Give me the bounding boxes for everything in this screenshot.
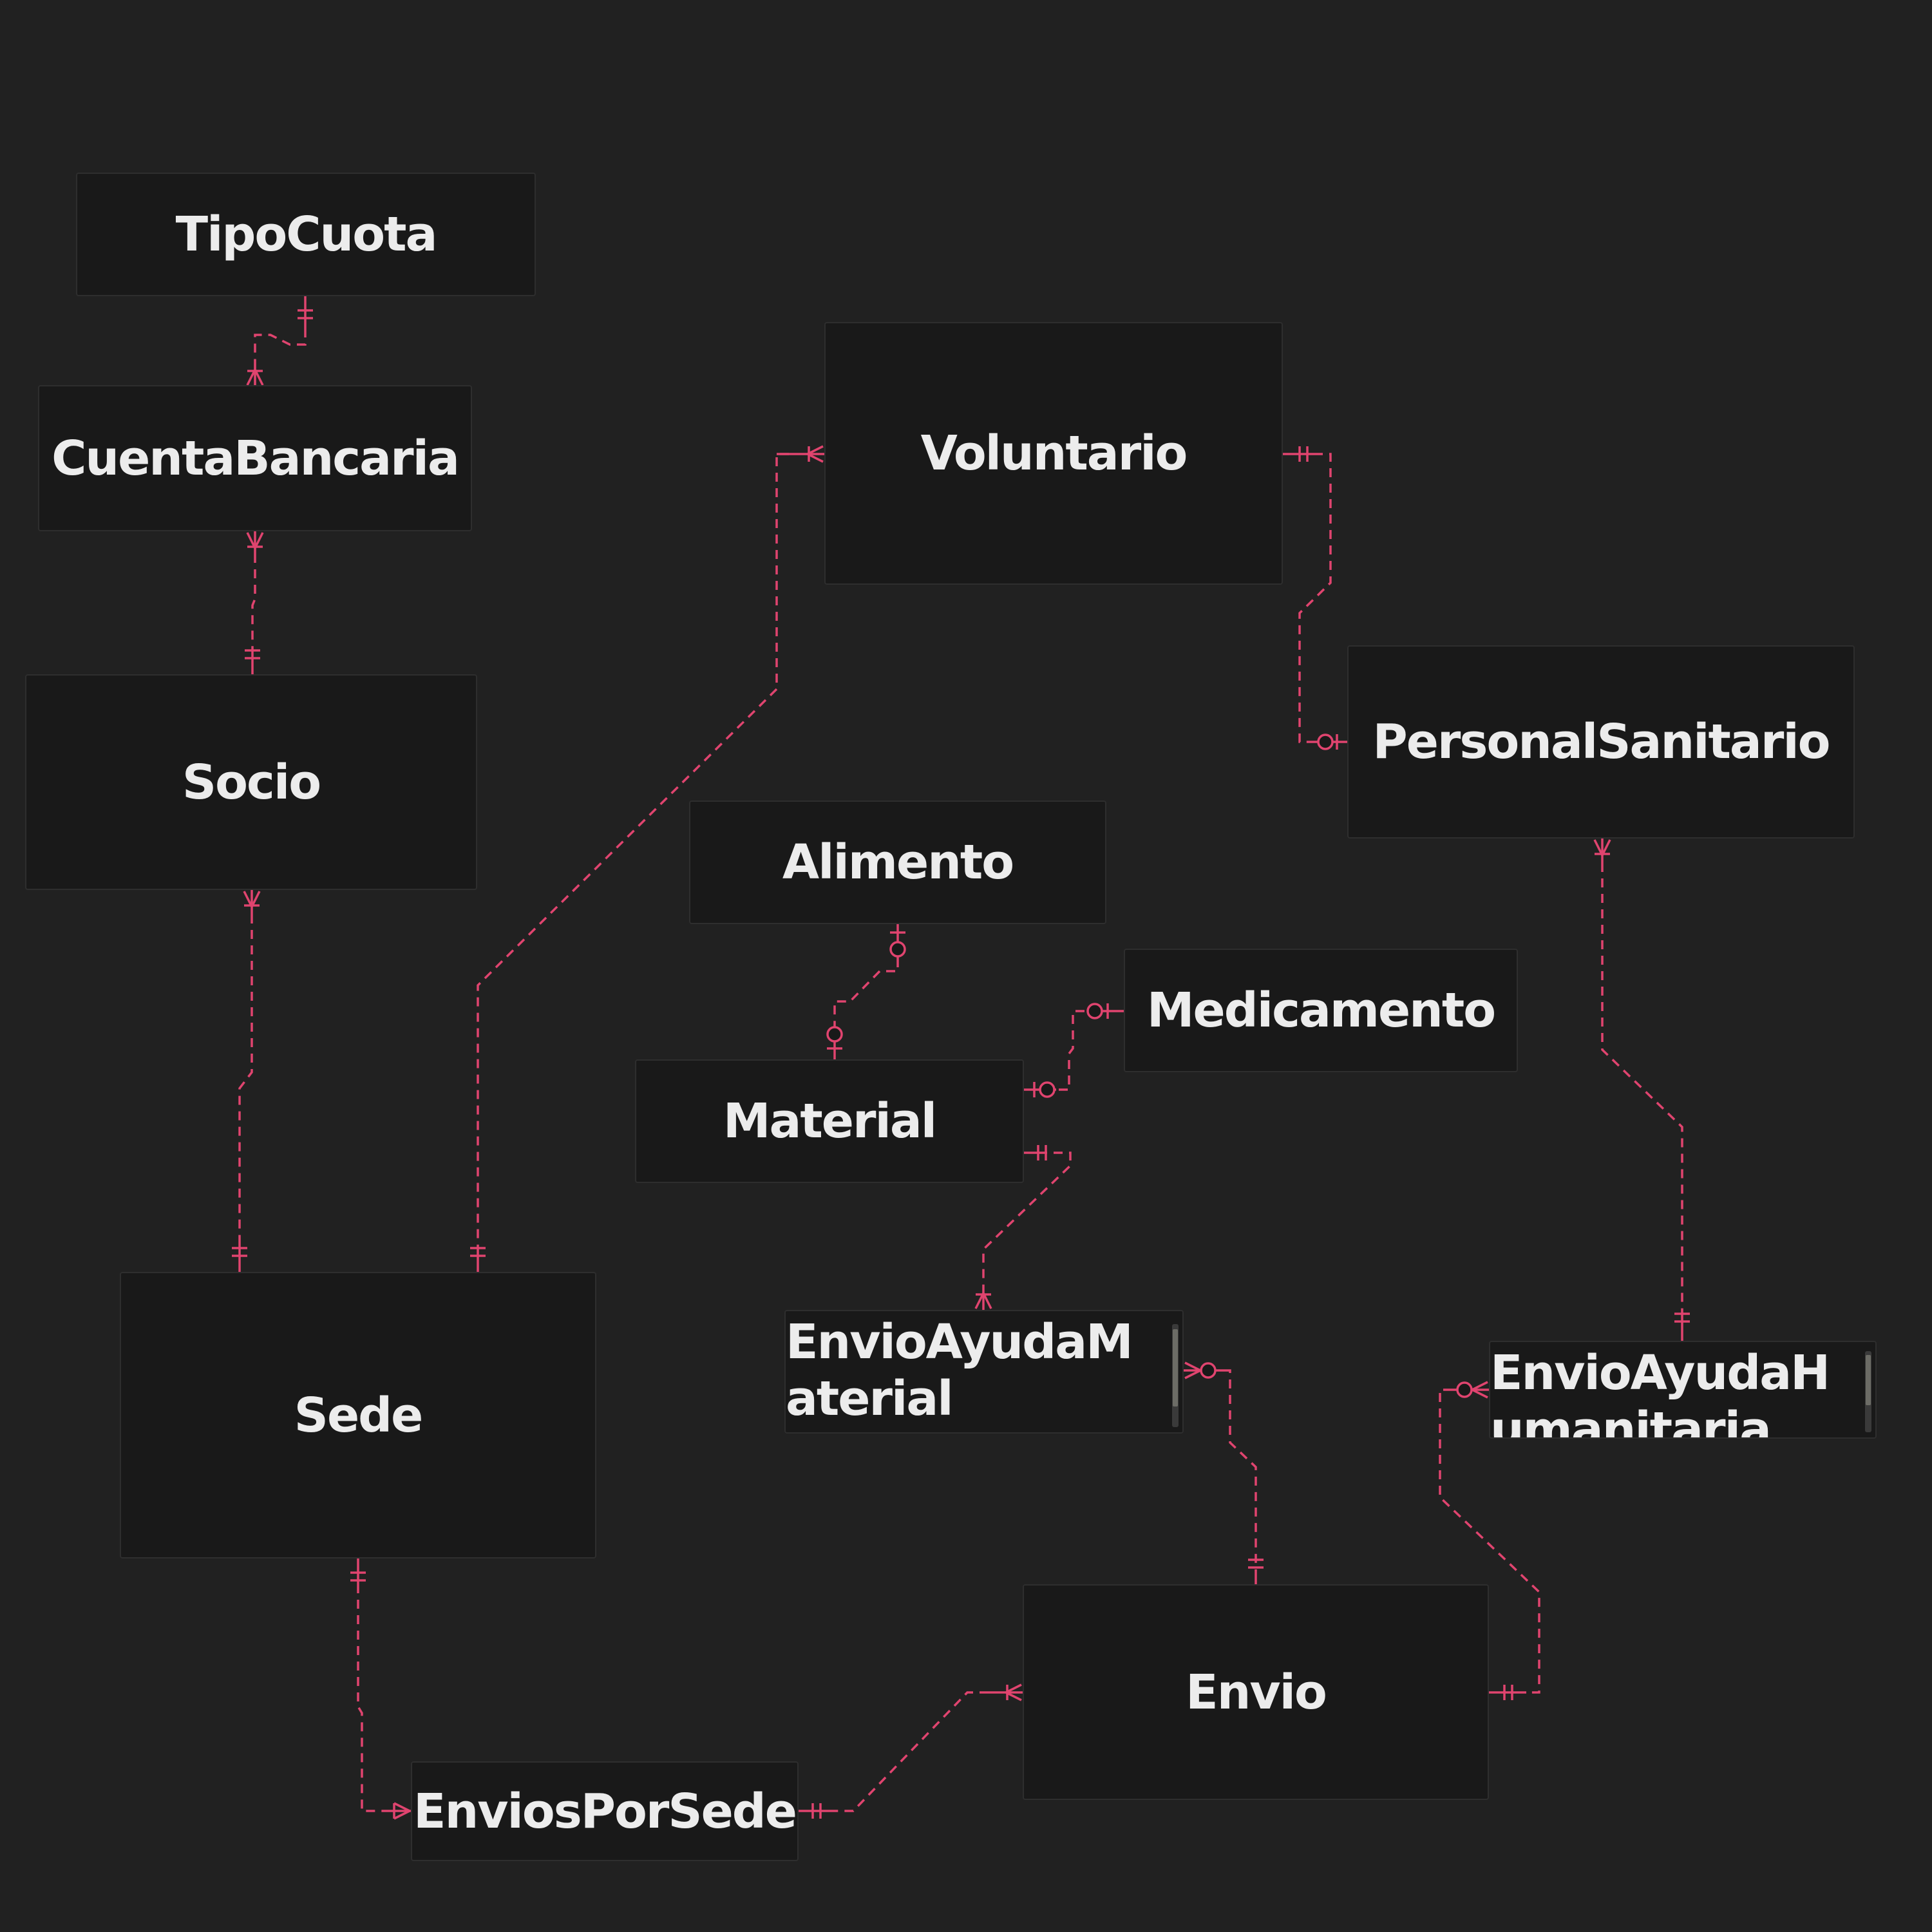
rel-medicamento-material-line: [1056, 1010, 1100, 1091]
entity-alimento[interactable]: Alimento: [689, 800, 1106, 924]
socio-crowfoot-bottom: [243, 891, 261, 909]
entity-personalsanitario-name: PersonalSanitario: [1372, 714, 1830, 770]
entity-medicamento[interactable]: Medicamento: [1124, 949, 1518, 1072]
rel-envio-enviosporsede-line: [831, 1691, 989, 1812]
rel-envioayudamaterial-envio-line: [1224, 1369, 1257, 1571]
cuentabancaria-crowfoot-top: [246, 367, 264, 386]
medicamento-zero-circle: [1086, 1003, 1103, 1019]
entity-tipocuota[interactable]: TipoCuota: [76, 173, 536, 296]
envioayudamaterial-crowfoot-top: [974, 1291, 992, 1309]
cuentabancaria-crowfoot-bottom: [246, 532, 264, 551]
entity-material-name: Material: [723, 1094, 937, 1149]
rel-cuentabancaria-socio-line: [251, 554, 256, 654]
rel-tipocuota-cuentabancaria-line: [254, 328, 307, 367]
entity-material[interactable]: Material: [635, 1059, 1024, 1183]
personalsanitario-crowfoot-bottom: [1593, 839, 1611, 858]
enviosporsede-crowfoot-left: [393, 1802, 412, 1820]
rel-socio-sede-line: [238, 914, 253, 1243]
entity-sede-name: Sede: [294, 1387, 424, 1443]
entity-envioayudahumanitaria-name: EnvioAyudaHumanitaria: [1490, 1345, 1830, 1439]
entity-personalsanitario[interactable]: PersonalSanitario: [1347, 645, 1855, 838]
rel-envioayudahumanitaria-envio-line: [1439, 1388, 1540, 1694]
entity-enviosporsede[interactable]: EnviosPorSede: [411, 1761, 799, 1861]
entity-envio[interactable]: Envio: [1023, 1584, 1489, 1800]
entity-envio-name: Envio: [1186, 1664, 1327, 1720]
entity-medicamento-name: Medicamento: [1146, 983, 1496, 1038]
entity-sede[interactable]: Sede: [120, 1272, 596, 1558]
entity-socio-name: Socio: [182, 754, 321, 810]
entity-cuentabancaria[interactable]: CuentaBancaria: [38, 385, 472, 531]
alimento-zero-circle: [889, 941, 906, 958]
entity-envioayudamaterial-scrollbar[interactable]: [1172, 1324, 1179, 1427]
entity-cuentabancaria-name: CuentaBancaria: [52, 430, 460, 486]
entity-alimento-name: Alimento: [782, 835, 1014, 890]
entity-enviosporsede-name: EnviosPorSede: [413, 1783, 797, 1839]
material-zero-circle-right: [1039, 1081, 1056, 1098]
entity-voluntario[interactable]: Voluntario: [824, 322, 1283, 585]
rel-personalsanitario-envioayudahumanitaria-line: [1601, 863, 1683, 1314]
entity-envioayudamaterial-name: EnvioAyudaMaterial: [786, 1314, 1133, 1426]
entity-tipocuota-name: TipoCuota: [175, 207, 438, 262]
material-zero-circle-top: [826, 1026, 843, 1043]
rel-alimento-material-line: [833, 958, 899, 1027]
entity-envioayudahumanitaria-scroll-thumb[interactable]: [1866, 1355, 1871, 1405]
rel-material-envioayudamaterial-line: [982, 1151, 1072, 1285]
entity-socio[interactable]: Socio: [25, 674, 477, 890]
entity-envioayudamaterial[interactable]: EnvioAyudaMaterial: [784, 1310, 1184, 1434]
rel-voluntario-personalsanitario-line: [1298, 453, 1332, 743]
entity-envioayudahumanitaria-scrollbar[interactable]: [1865, 1351, 1871, 1432]
envio-crowfoot-left: [1003, 1683, 1022, 1701]
envioayudamaterial-zero-circle: [1200, 1362, 1217, 1379]
envioayudahumanitaria-zero-circle: [1456, 1381, 1473, 1398]
rel-sede-enviosporsede-line: [357, 1584, 388, 1812]
entity-envioayudahumanitaria[interactable]: EnvioAyudaHumanitaria: [1489, 1341, 1877, 1439]
entity-voluntario-name: Voluntario: [920, 426, 1188, 481]
voluntario-crowfoot-left: [805, 445, 824, 463]
personalsanitario-zero-circle: [1317, 734, 1334, 750]
entity-envioayudamaterial-scroll-thumb[interactable]: [1173, 1329, 1178, 1406]
